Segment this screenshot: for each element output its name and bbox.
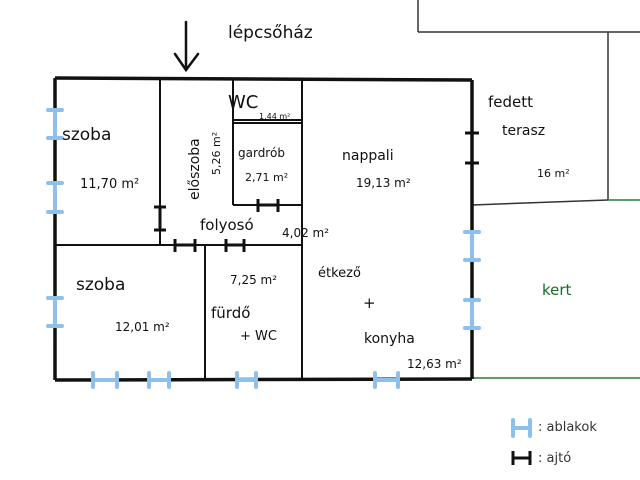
kitchen-name-2: konyha [364,331,415,347]
hall-area: 5,26 m² [210,132,223,175]
legend-windows-label: : ablakok [538,420,597,435]
window-symbol-icon [147,371,171,389]
terrace-name-2: terasz [502,123,545,139]
kitchen-plus: + [363,294,376,312]
window-symbol-icon [235,371,258,389]
hall-name: előszoba [187,138,203,200]
terrace-name-1: fedett [488,93,533,111]
door-symbol-icon [256,199,280,212]
windows [46,108,481,389]
wc-name: WC [228,92,258,113]
window-symbol-icon [46,108,64,140]
terrace-area: 16 m² [537,167,570,180]
door-symbol-icon [173,239,197,252]
room1-name: szoba [62,125,111,145]
corridor-name: folyosó [200,216,254,234]
bath-name-2: + WC [240,329,277,344]
legend-doors-label: : ajtó [538,451,571,466]
window-symbol-icon [91,371,119,389]
room2-area: 12,01 m² [115,320,170,334]
doors [154,131,479,252]
door-symbol-icon [154,205,166,232]
living-area: 19,13 m² [356,176,411,190]
window-symbol-icon [463,230,481,262]
staircase-label: lépcsőház [228,23,313,43]
door-symbol-icon [224,239,246,252]
room1-area: 11,70 m² [80,177,139,192]
window-symbol-icon [511,418,532,438]
bath-name-1: fürdő [211,304,250,322]
window-symbol-icon [373,371,400,389]
room2-name: szoba [76,275,125,295]
kitchen-area: 12,63 m² [407,357,462,371]
pantry-name: gardrób [238,146,285,160]
garden-label: kert [542,281,572,299]
kitchen-name-1: étkező [318,266,361,281]
property-lines [417,0,640,206]
pantry-area: 2,71 m² [245,171,288,184]
window-symbol-icon [463,298,481,330]
arrow-down-icon [173,20,200,73]
living-name: nappali [342,148,394,164]
corridor-area: 4,02 m² [282,226,329,240]
door-symbol-icon [511,451,532,465]
legend: : ablakok : ajtó [511,418,597,466]
door-symbol-icon [465,131,479,165]
window-symbol-icon [46,296,64,328]
wc-area: 1,44 m² [259,112,290,121]
window-symbol-icon [46,181,64,214]
bath-area: 7,25 m² [230,273,277,287]
garden-lines [472,199,640,379]
